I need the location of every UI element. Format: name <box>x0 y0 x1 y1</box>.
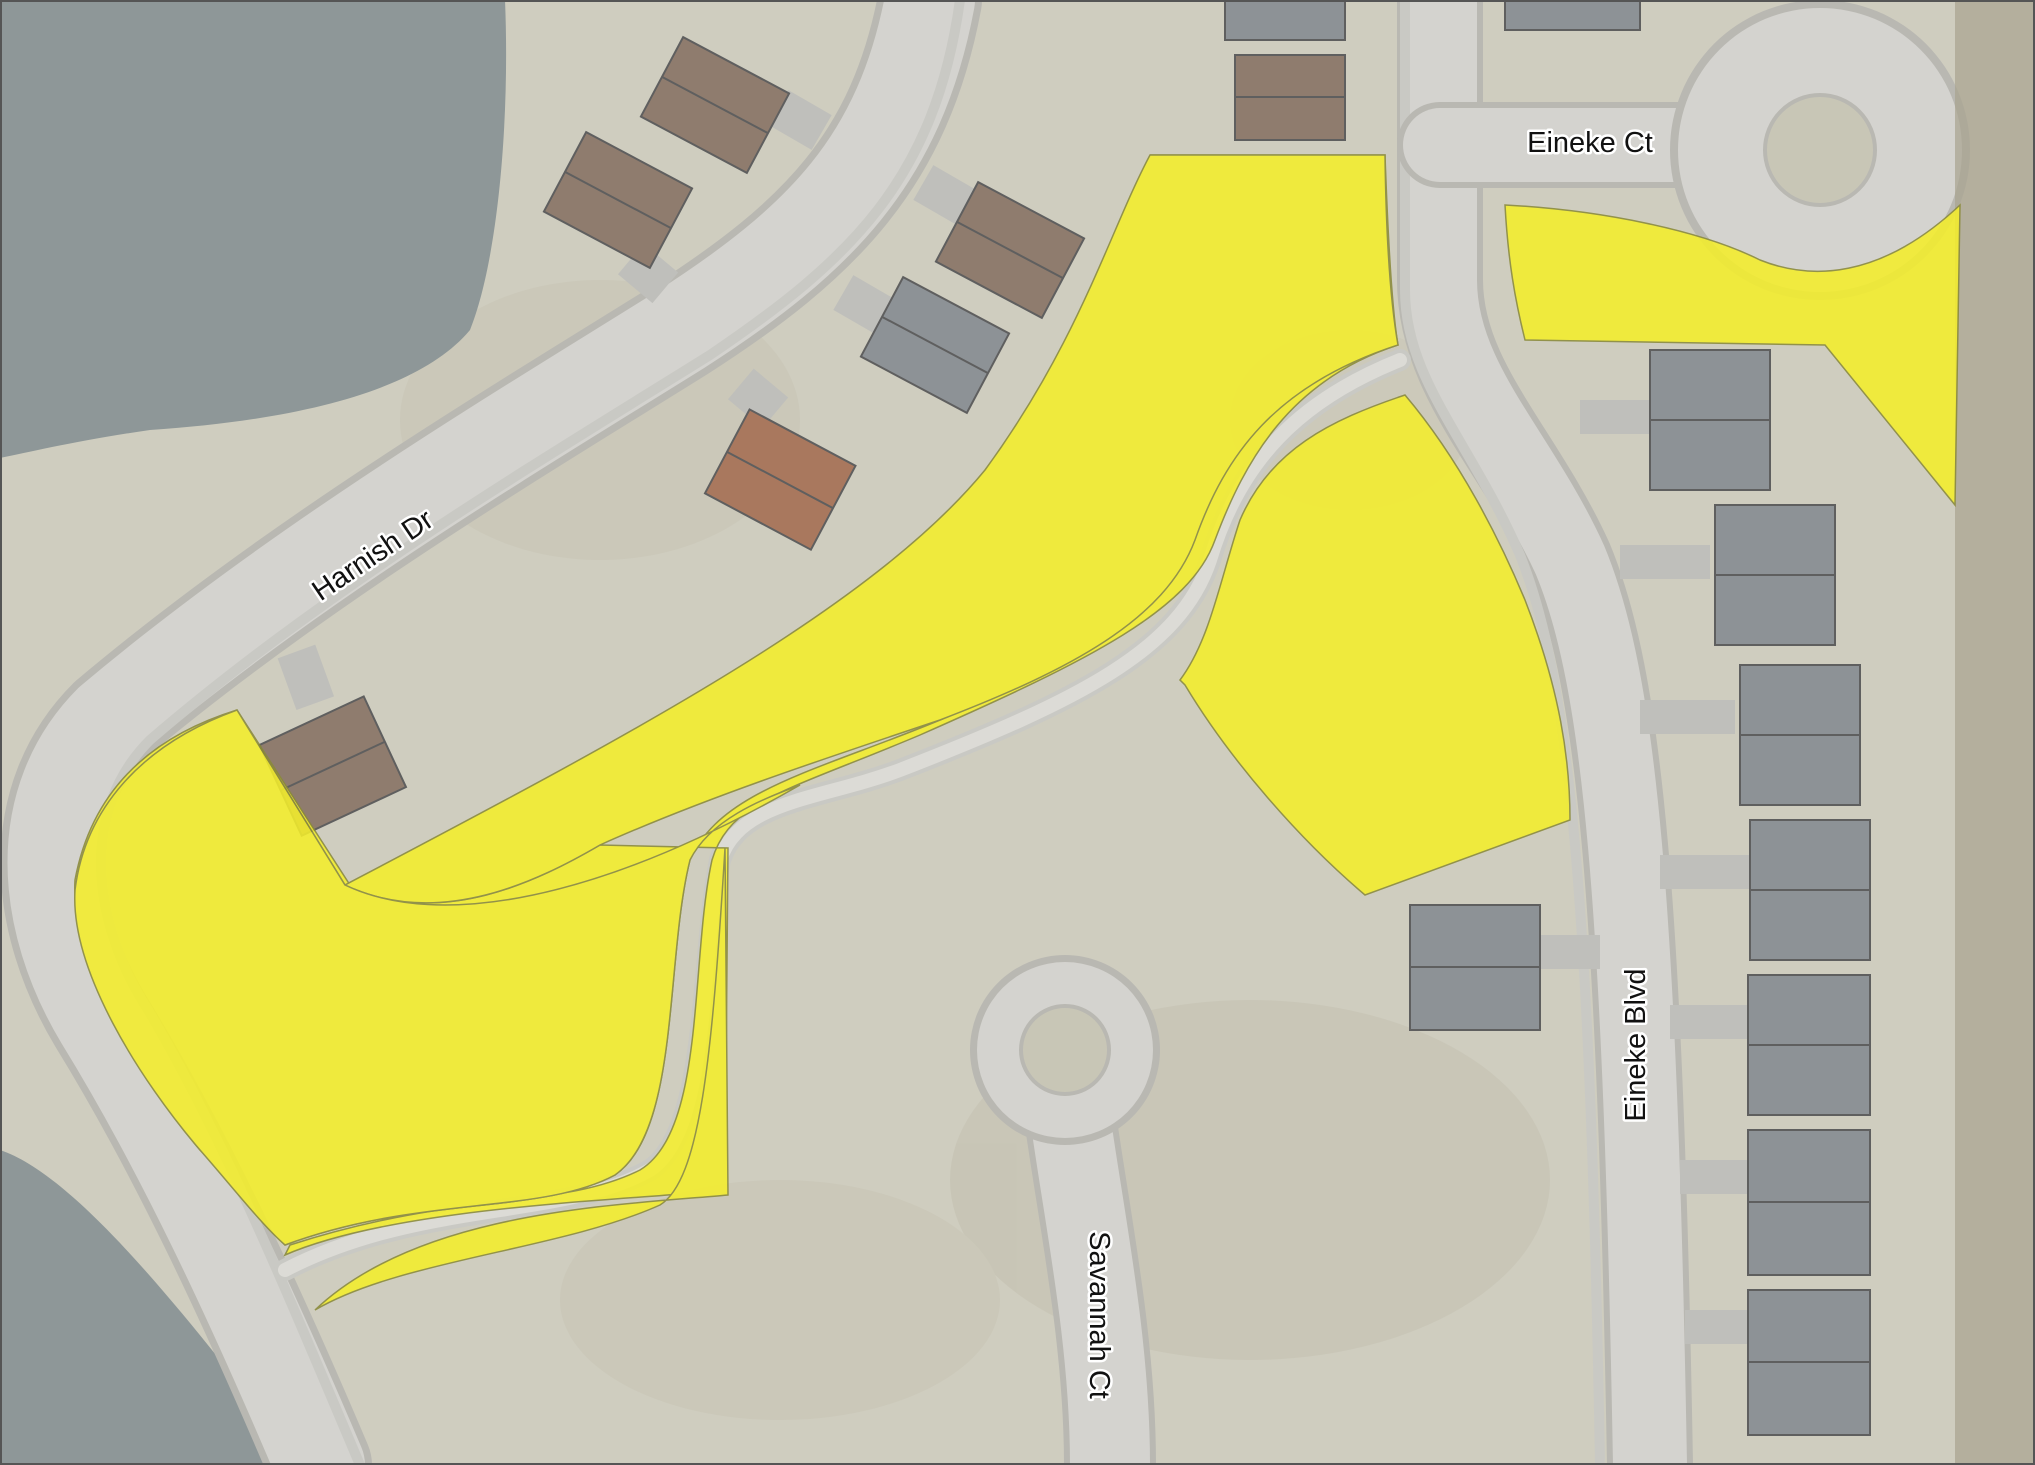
highlighted-parcels[interactable] <box>74 154 1961 1311</box>
eineke-ct-road <box>1397 0 1970 300</box>
house <box>1409 904 1541 1031</box>
house <box>1504 0 1641 31</box>
savannah-ct-road <box>970 955 1160 1465</box>
house <box>1224 0 1346 41</box>
house <box>1739 664 1861 806</box>
house <box>1234 54 1346 141</box>
pond-south <box>0 1150 272 1465</box>
pond-north <box>0 0 507 458</box>
tree-line <box>1955 0 2035 1465</box>
houses-eineke-blvd <box>1409 349 1871 1436</box>
house <box>1649 349 1771 491</box>
house <box>1714 504 1836 646</box>
parcel-east-blvd[interactable] <box>1179 394 1571 896</box>
house <box>542 130 694 270</box>
parcel-southwest[interactable] <box>74 709 801 1246</box>
houses-harnish <box>258 0 1641 838</box>
eineke-blvd-road <box>1397 0 1693 1465</box>
parcel-eineke-ct[interactable] <box>1504 203 1961 508</box>
house <box>859 275 1011 415</box>
street-label-eineke-ct: Eineke Ct <box>1527 127 1653 159</box>
street-label-eineke-blvd: Eineke Blvd <box>1620 968 1652 1121</box>
house <box>1747 974 1871 1116</box>
house <box>1749 819 1871 961</box>
house <box>639 35 791 175</box>
parcel-west-harnish[interactable] <box>236 154 1399 904</box>
street-label-savannah-ct: Savannah Ct <box>1083 1231 1115 1399</box>
house <box>934 180 1086 320</box>
house <box>703 408 857 552</box>
house <box>1747 1289 1871 1436</box>
house <box>1747 1129 1871 1276</box>
parcel-south-strip[interactable] <box>314 847 729 1311</box>
